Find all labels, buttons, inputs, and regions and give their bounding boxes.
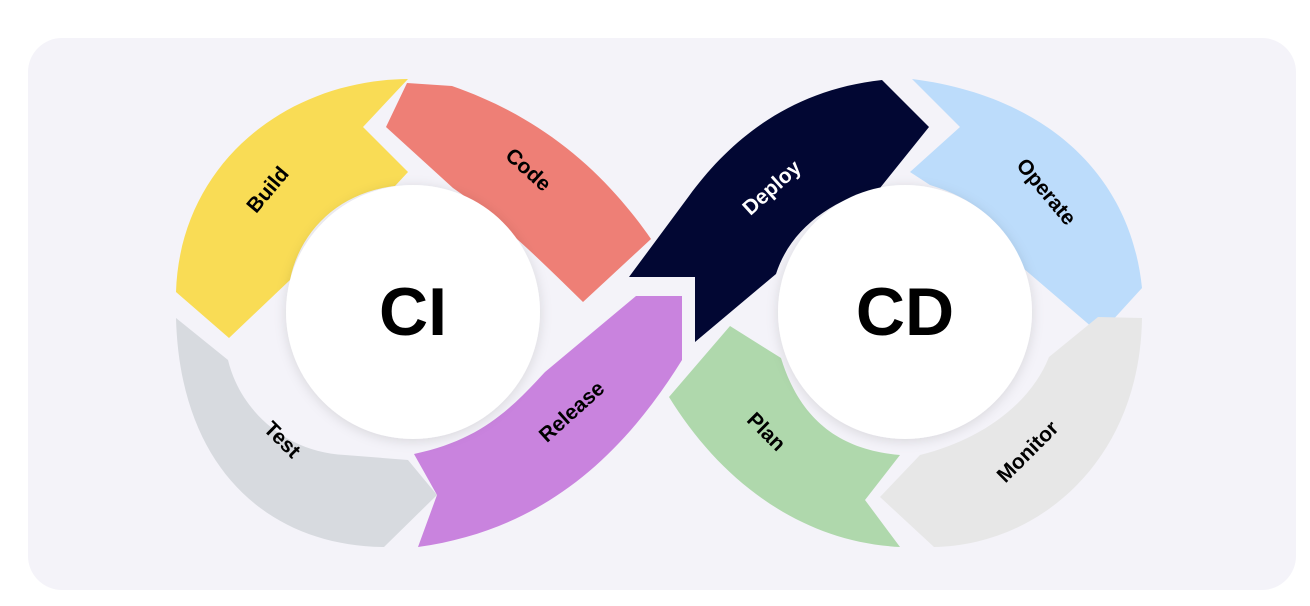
segment-plan <box>669 326 900 547</box>
segment-deploy <box>629 80 929 342</box>
cd-hub-label: CD <box>856 274 954 350</box>
segment-code <box>386 83 651 302</box>
segment-operate <box>910 79 1142 334</box>
ci-hub-label: CI <box>379 274 447 350</box>
segment-monitor <box>880 317 1142 547</box>
segment-build <box>176 79 408 338</box>
ci-hub-circle <box>286 185 540 439</box>
segment-test <box>176 318 437 547</box>
cd-hub-circle <box>778 185 1032 439</box>
segment-release <box>414 296 682 547</box>
